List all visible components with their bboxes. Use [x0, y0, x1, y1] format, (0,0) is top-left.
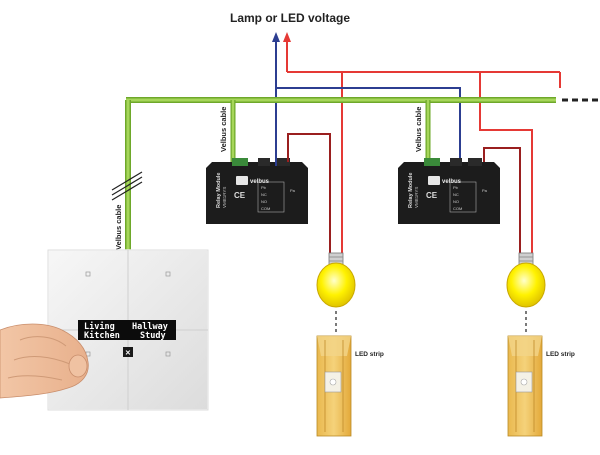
- relay-module-2: Relay Module VMB1RYS velbus CE Pb NC NO …: [398, 158, 500, 224]
- terminal-pa: Pa: [482, 188, 488, 193]
- terminal-pb: Pb: [261, 185, 267, 190]
- module-name-label: Relay Module: [216, 173, 222, 208]
- panel-button-top-right[interactable]: [129, 251, 207, 329]
- led-strip-icon: [507, 335, 543, 437]
- hand-icon: [0, 323, 89, 399]
- module-model-label: VMB1RYS: [414, 187, 419, 208]
- led-strip-label-1: LED strip: [355, 351, 384, 358]
- live-wire: [287, 71, 561, 260]
- svg-text:CE: CE: [234, 191, 246, 200]
- panel-label-living: Living: [84, 321, 115, 332]
- velbus-cable: [125, 97, 600, 258]
- terminal-nc: NC: [261, 192, 267, 197]
- switched-wires: [287, 133, 521, 258]
- relay-module-1: Relay Module VMB1RYS velbus CE Pb NC NO …: [206, 158, 308, 224]
- panel-label-hallway: Hallway: [132, 322, 168, 332]
- velbus-cable-label-panel: Velbus cable: [114, 205, 123, 250]
- module-name-label: Relay Module: [408, 173, 414, 208]
- neutral-wire: [276, 87, 461, 166]
- title: Lamp or LED voltage: [230, 11, 350, 25]
- panel-label-study: Study: [140, 331, 166, 341]
- panel-button-bottom-right[interactable]: [129, 331, 207, 409]
- led-strip-icon: [316, 335, 352, 437]
- terminal-pb: Pb: [453, 185, 459, 190]
- terminal-nc: NC: [453, 192, 459, 197]
- panel-display: [78, 320, 176, 340]
- terminal-pa: Pa: [290, 188, 296, 193]
- velbus-cable-label-module-2: Velbus cable: [414, 107, 423, 152]
- terminal-no: NO: [261, 199, 267, 204]
- panel-button-top-left[interactable]: [49, 251, 127, 329]
- panel-label-kitchen: Kitchen: [84, 330, 120, 341]
- module-model-label: VMB1RYS: [222, 187, 227, 208]
- velbus-cable-label-module-1: Velbus cable: [219, 107, 228, 152]
- light-bulb-icon: [316, 252, 356, 335]
- cable-break-marks: [111, 171, 143, 201]
- terminal-no: NO: [453, 199, 459, 204]
- panel-center-icon: [123, 347, 133, 357]
- supply-arrows: [272, 32, 291, 152]
- light-bulb-icon: [506, 252, 546, 335]
- svg-text:CE: CE: [426, 191, 438, 200]
- led-strip-label-2: LED strip: [546, 351, 575, 358]
- svg-text:✕: ✕: [125, 350, 131, 357]
- terminal-com: COM: [261, 206, 270, 211]
- terminal-com: COM: [453, 206, 462, 211]
